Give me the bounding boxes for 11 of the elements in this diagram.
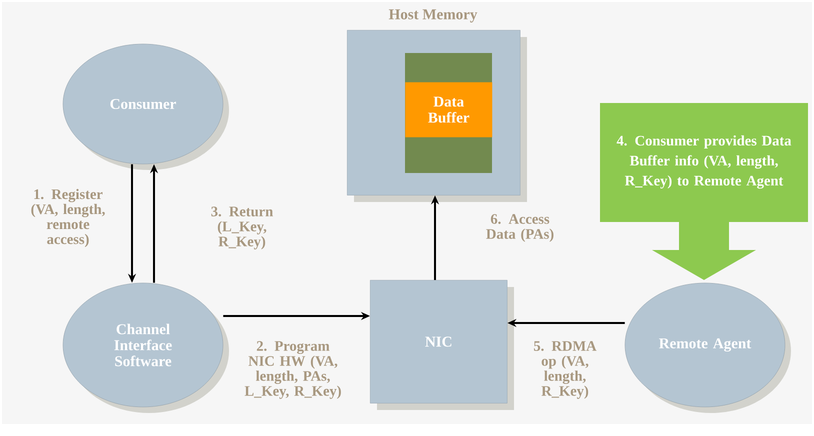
edge-label: 5. RDMA op (VA, length, R_Key) <box>534 341 596 399</box>
oval-node: Consumer <box>62 44 229 170</box>
oval-node: Remote Agent <box>624 282 791 413</box>
nic-box: NIC <box>370 280 514 410</box>
node-label: Host Memory <box>388 9 478 22</box>
data-buffer-box: Data Buffer <box>405 53 492 173</box>
edge-label: 6. Access Data (PAs) <box>486 214 554 242</box>
edge-label: 2. Program NIC HW (VA, length, PAs, L_Key, R_Key) <box>244 341 341 399</box>
edge-label: 3. Return (L_Key, R_Key) <box>211 206 273 250</box>
edge-label: 1. Register (VA, length, remote access) <box>31 188 105 248</box>
oval-node: Channel Interface Software <box>62 282 229 413</box>
